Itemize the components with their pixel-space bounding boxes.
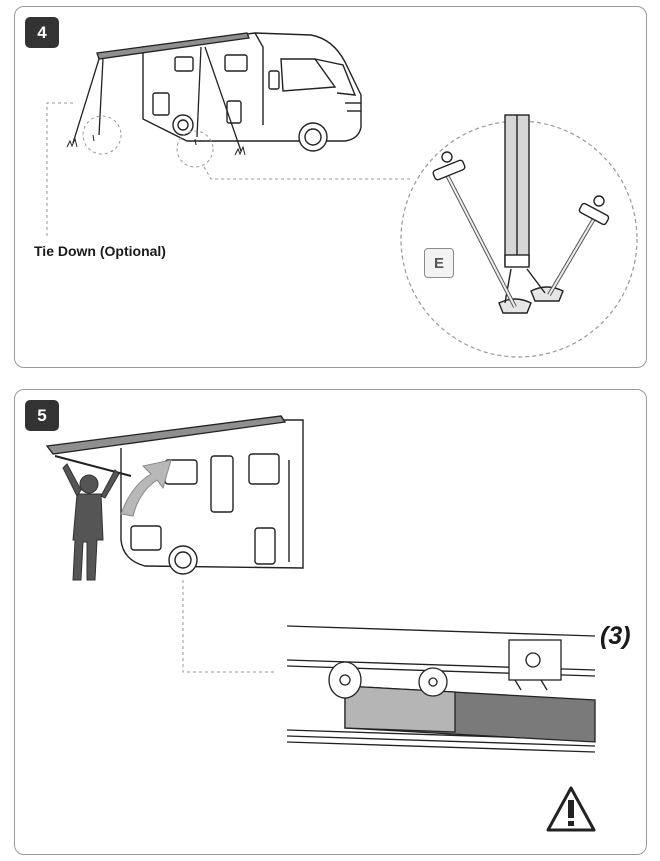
step-4-panel: 4 — [14, 6, 647, 368]
detail-callout-letter: E — [424, 248, 454, 278]
awning-canopy — [72, 32, 250, 152]
reference-number: (3) — [600, 622, 631, 650]
warning-triangle-icon — [546, 786, 596, 832]
step-4-illustration — [46, 32, 638, 358]
tie-down-label: Tie Down (Optional) — [34, 243, 166, 259]
step-5-badge: 5 — [25, 400, 59, 431]
step-4-badge: 4 — [25, 17, 59, 48]
rotate-arrow-icon — [120, 459, 172, 517]
person-figure — [62, 463, 120, 581]
motorhome — [142, 32, 362, 152]
foot-highlight — [176, 130, 214, 168]
foot-highlight — [82, 115, 122, 155]
leg-foot-detail — [432, 114, 610, 314]
step-5-illustration — [45, 415, 596, 832]
motorhome — [120, 419, 304, 575]
step-5-panel: 5 — [14, 389, 647, 855]
rail-detail — [286, 625, 596, 753]
grass-tufts — [66, 134, 246, 156]
